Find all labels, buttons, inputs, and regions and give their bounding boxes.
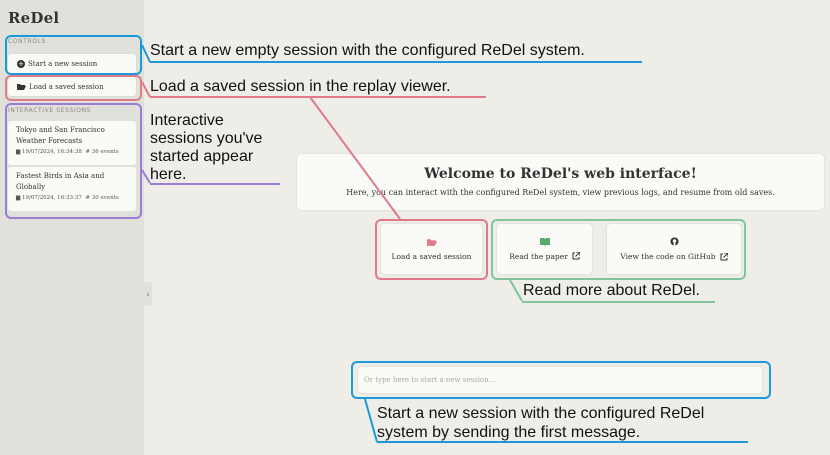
session-title: Fastest Birds in Asia and Globally [16, 172, 105, 191]
new-session-label: Start a new session [28, 59, 98, 68]
session-date: 19/07/2024, 16:34:38 [21, 149, 82, 155]
annotation-read-more: Read more about ReDel. [523, 282, 700, 299]
annotation-load-session: Load a saved session in the replay viewe… [150, 78, 451, 95]
collapse-sidebar-button[interactable]: ‹ [144, 282, 152, 306]
annotation-sessions-line: Interactive [150, 112, 224, 129]
session-meta: ▆ 19/07/2024, 16:33:37 # 30 events [16, 193, 128, 203]
callout-box-links [491, 219, 746, 280]
annotation-underline [377, 441, 748, 443]
welcome-title: Welcome to ReDel's web interface! [424, 166, 697, 182]
view-code-label: View the code on GitHub [620, 252, 716, 261]
read-paper-label: Read the paper [509, 251, 568, 261]
interactive-sessions-label: INTERACTIVE SESSIONS [8, 107, 92, 114]
app-brand: ReDel [8, 9, 60, 27]
callout-box-sessions [5, 103, 142, 219]
chevron-left-icon: ‹ [146, 289, 150, 299]
view-code-github-button[interactable]: View the code on GitHub [607, 224, 741, 274]
hash-icon: # [85, 149, 90, 155]
annotation-underline [150, 183, 280, 185]
annotation-sessions-line: here. [150, 166, 187, 183]
load-saved-session-button[interactable]: Load a saved session [381, 224, 482, 274]
calendar-icon: ▆ [16, 149, 21, 155]
load-session-label: Load a saved session [29, 82, 104, 91]
session-title: Tokyo and San Francisco Weather Forecast… [16, 126, 105, 145]
annotation-underline [522, 301, 715, 303]
load-saved-session-label: Load a saved session [391, 251, 472, 261]
read-paper-text: Read the paper [509, 252, 580, 261]
session-events: 36 events [91, 149, 119, 155]
annotation-sessions-line: sessions you've [150, 130, 263, 147]
view-code-text: View the code on GitHub [620, 252, 728, 261]
session-item[interactable]: Fastest Birds in Asia and Globally ▆ 19/… [8, 167, 136, 211]
annotation-new-session: Start a new empty session with the confi… [150, 42, 585, 59]
controls-label: CONTROLS [8, 38, 46, 45]
new-session-message-input[interactable] [358, 367, 762, 393]
callout-box-load [5, 75, 142, 101]
annotation-chat-line: Start a new session with the configured … [377, 405, 705, 422]
annotation-sessions-line: started appear [150, 148, 254, 165]
welcome-subtitle: Here, you can interact with the configur… [346, 188, 775, 197]
book-icon [539, 237, 550, 246]
folder-open-icon [17, 84, 26, 90]
session-date: 19/07/2024, 16:33:37 [21, 195, 82, 201]
external-link-icon [720, 252, 728, 260]
annotation-underline [150, 96, 486, 98]
callout-box-chat [351, 361, 771, 399]
new-session-button[interactable]: + Start a new session [8, 54, 136, 73]
welcome-card: Welcome to ReDel's web interface! Here, … [297, 154, 824, 210]
load-session-button[interactable]: Load a saved session [8, 77, 136, 96]
read-paper-button[interactable]: Read the paper [497, 224, 592, 274]
hash-icon: # [85, 195, 90, 201]
session-meta: ▆ 19/07/2024, 16:34:38 # 36 events [16, 147, 128, 157]
external-link-icon [572, 252, 580, 260]
annotation-chat-line: system by sending the first message. [377, 424, 641, 441]
annotation-underline [150, 61, 642, 63]
github-icon [669, 237, 679, 246]
plus-circle-icon: + [17, 59, 25, 68]
session-item[interactable]: Tokyo and San Francisco Weather Forecast… [8, 121, 136, 165]
callout-box-controls [5, 35, 142, 75]
callout-box-load-main [375, 219, 488, 280]
calendar-icon: ▆ [16, 195, 21, 201]
session-events: 30 events [91, 195, 119, 201]
folder-open-icon [426, 238, 437, 246]
